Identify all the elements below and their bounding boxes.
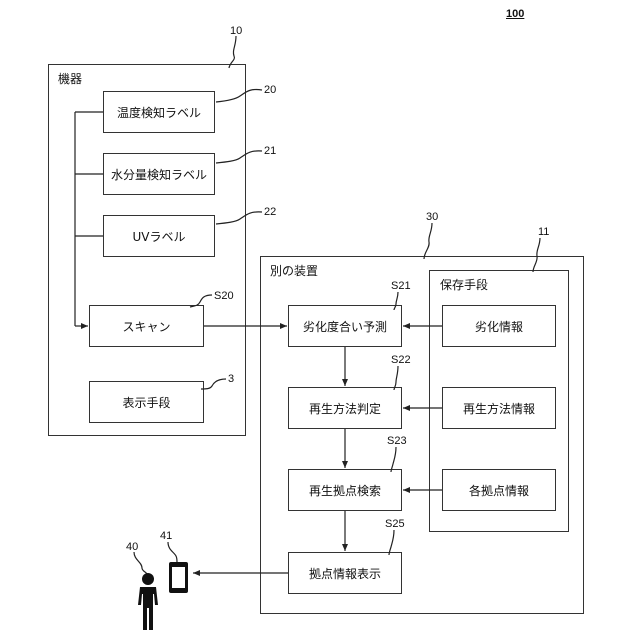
moisture-label-box: 水分量検知ラベル (103, 153, 215, 195)
leader-41 (168, 542, 177, 562)
step-regeneration-method-judgment: 再生方法判定 (288, 387, 402, 429)
display-means-ref: 3 (228, 373, 234, 385)
moisture-label-ref: 21 (264, 145, 276, 157)
other-device-title: 別の装置 (270, 262, 318, 279)
other-device-ref: 30 (426, 211, 438, 223)
storage-title: 保存手段 (440, 276, 488, 293)
temperature-label-box: 温度検知ラベル (103, 91, 215, 133)
scan-box: スキャン (89, 305, 204, 347)
site-info-box: 各拠点情報 (442, 469, 556, 511)
step-site-info-display: 拠点情報表示 (288, 552, 402, 594)
regeneration-method-info-box: 再生方法情報 (442, 387, 556, 429)
step-s21-ref: S21 (391, 280, 411, 292)
uv-label-box: UVラベル (103, 215, 215, 257)
step-s22-ref: S22 (391, 354, 411, 366)
uv-label-ref: 22 (264, 206, 276, 218)
figure-number: 100 (506, 8, 524, 20)
device-title: 機器 (58, 70, 82, 87)
user-ref: 40 (126, 541, 138, 553)
step-regeneration-site-search: 再生拠点検索 (288, 469, 402, 511)
step-s23-ref: S23 (387, 435, 407, 447)
display-means-box: 表示手段 (89, 381, 204, 423)
leader-40 (134, 552, 147, 574)
smartphone-icon (169, 562, 188, 593)
degradation-info-box: 劣化情報 (442, 305, 556, 347)
step-degradation-prediction: 劣化度合い予測 (288, 305, 402, 347)
step-s25-ref: S25 (385, 518, 405, 530)
leader-30 (424, 223, 432, 259)
scan-ref: S20 (214, 290, 234, 302)
temperature-label-ref: 20 (264, 84, 276, 96)
storage-ref: 11 (538, 226, 549, 238)
person-icon (138, 573, 158, 630)
device-ref: 10 (230, 25, 242, 37)
phone-ref: 41 (160, 530, 172, 542)
